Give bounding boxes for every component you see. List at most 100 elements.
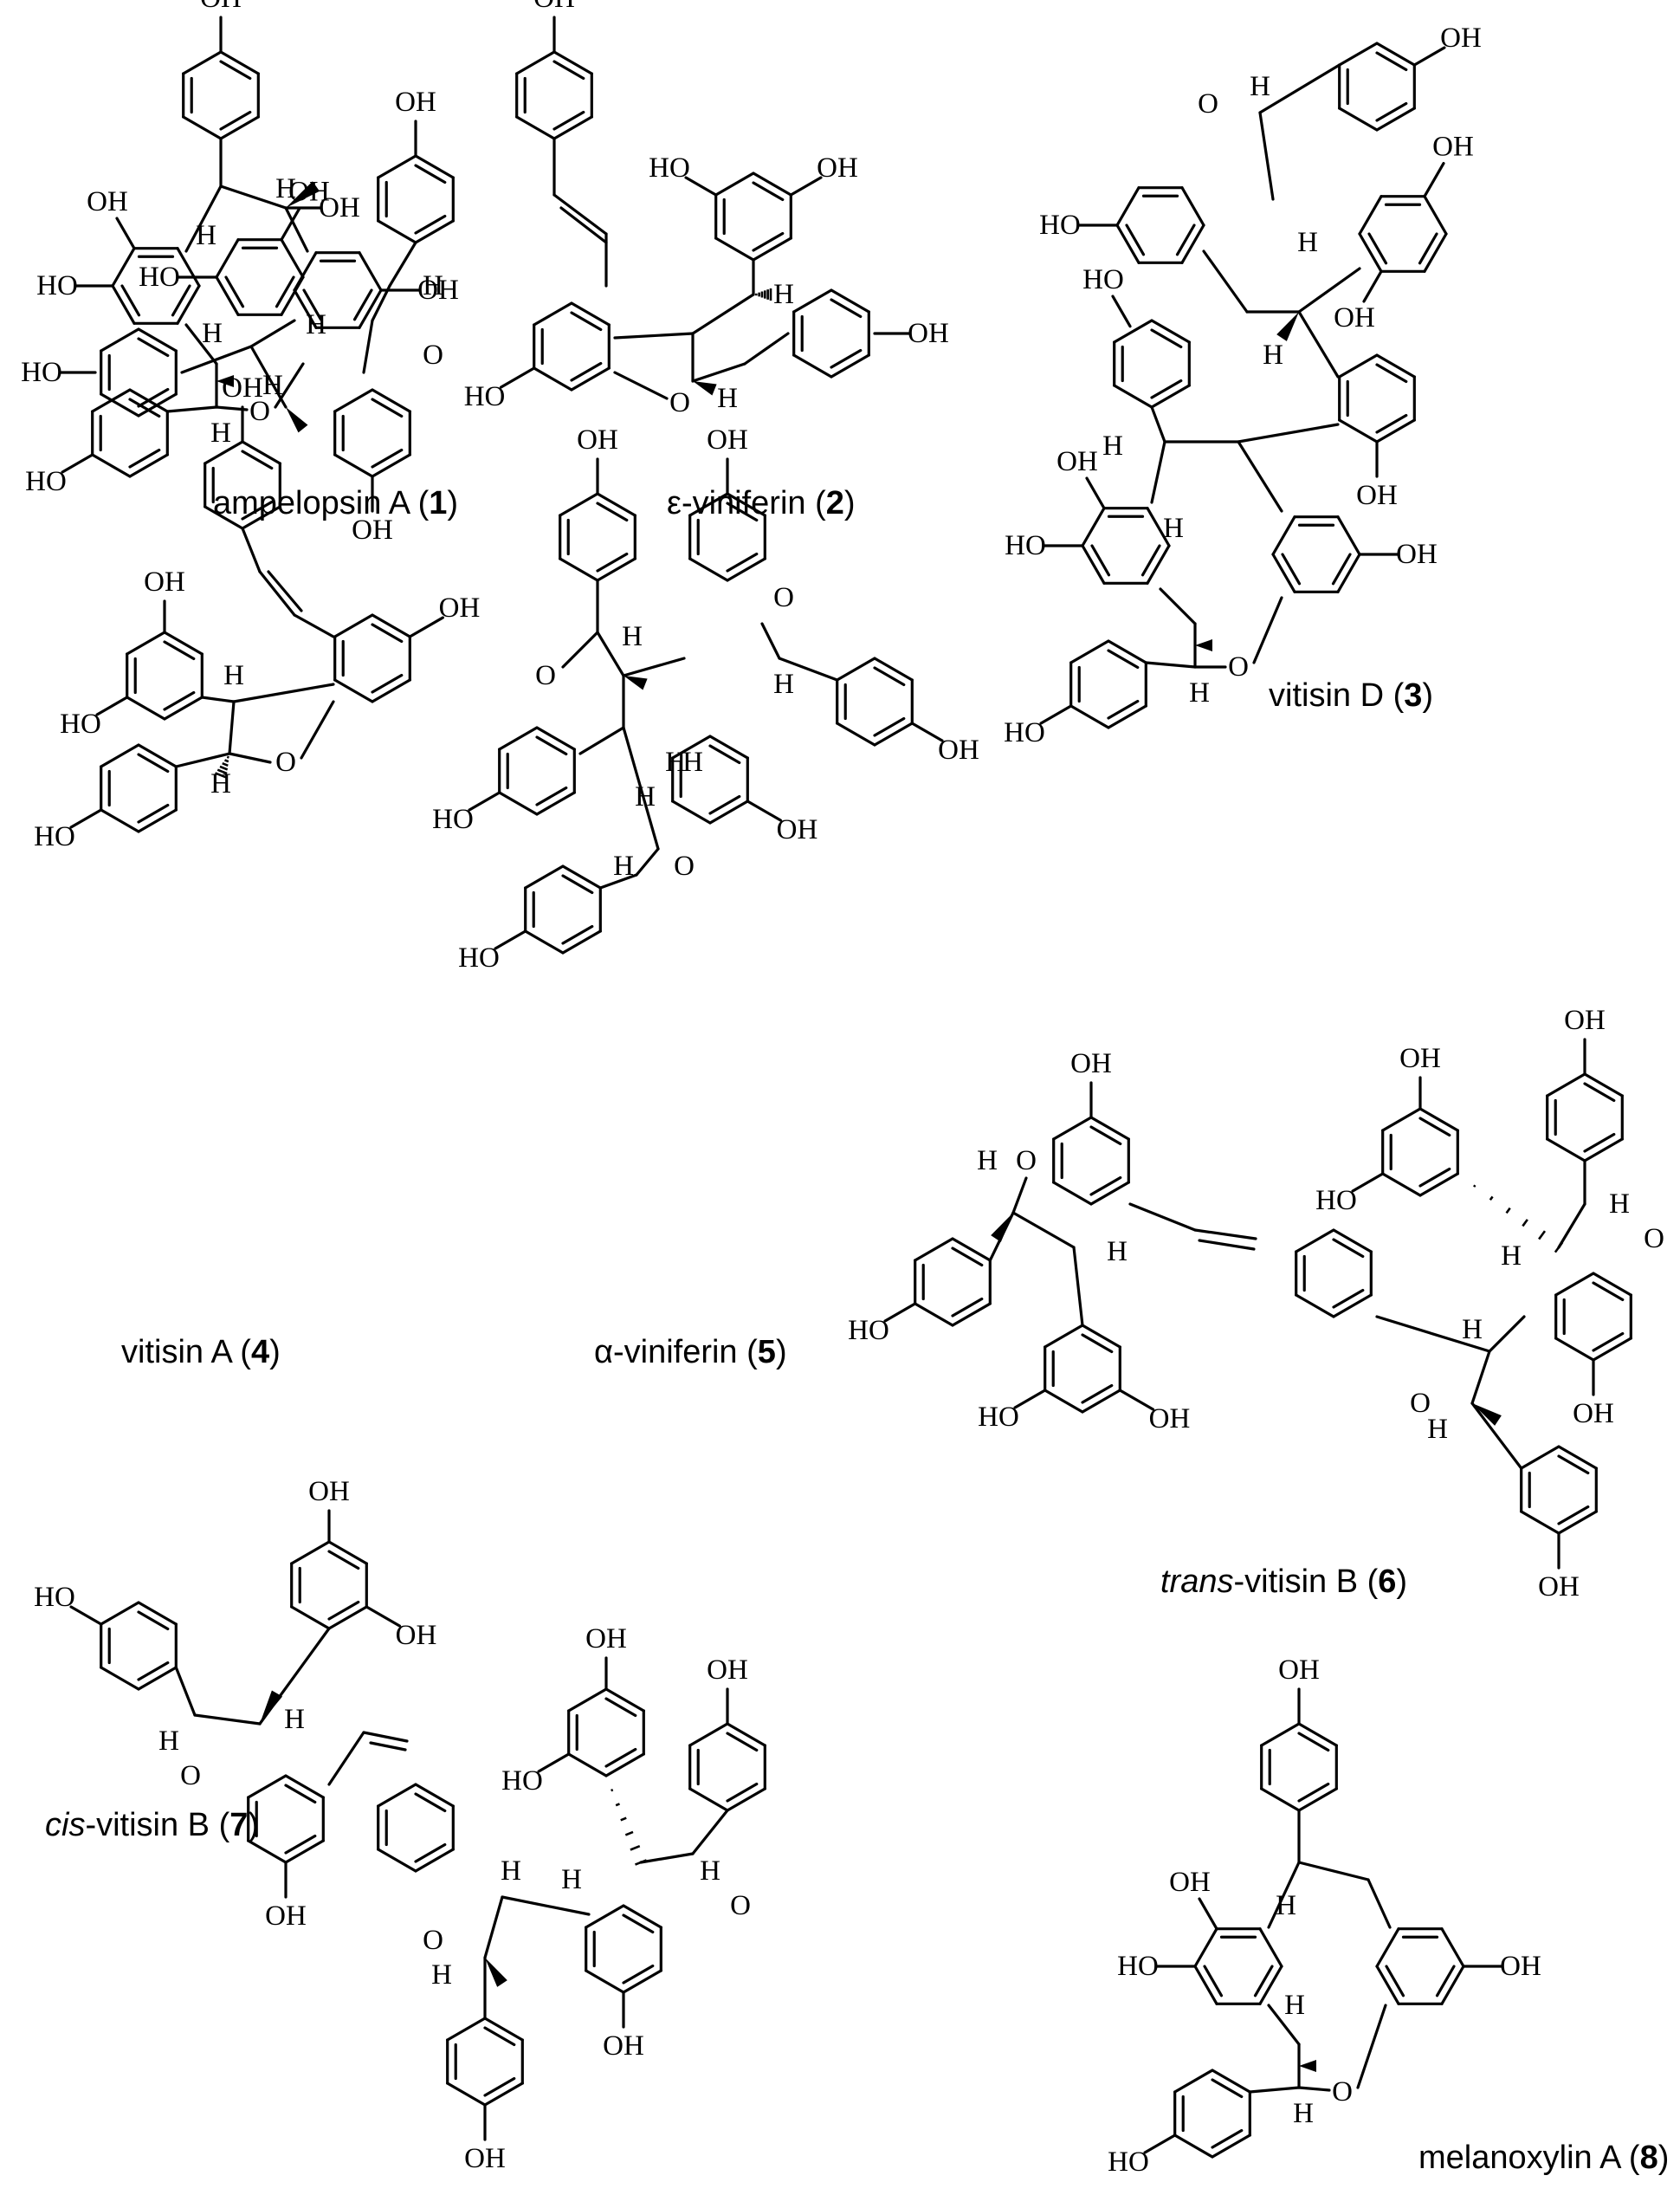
c4-bond: [362, 319, 374, 374]
c7-right-ring-double: [726, 1782, 759, 1803]
hydrogen-label: H: [284, 1704, 305, 1735]
c1-top-ring-edge: [182, 50, 223, 75]
oxygen-label: O: [423, 1925, 443, 1956]
c7-ring-a-edge: [284, 1839, 325, 1864]
c4-ring-b-edge: [371, 388, 411, 413]
c6-oh-6: OH: [1573, 1398, 1614, 1429]
c2-bond: [743, 332, 790, 366]
c8-bond: [1248, 2086, 1301, 2094]
c4-bottom-ring-edge: [137, 743, 178, 768]
c1-bottom-ring-double: [128, 398, 161, 418]
c1-oh-2: HO: [36, 270, 78, 301]
c3-bottom-ring-edge: [1069, 704, 1110, 729]
oxygen-label: O: [275, 747, 296, 778]
c6-resorcinol-2-edge: [1418, 1107, 1459, 1132]
c4-bond: [174, 752, 231, 768]
c4-top-ring-edge: [414, 219, 455, 244]
oxygen-label: O: [730, 1890, 751, 1921]
c4-ring-c-double: [371, 623, 404, 644]
c4-bond: [200, 696, 236, 703]
c3-oh-3: OH: [1334, 302, 1375, 333]
c6-wedge: [1472, 1403, 1502, 1426]
c7-right-ring-double: [726, 1732, 759, 1752]
oxygen-label: O: [1644, 1223, 1664, 1254]
oxygen-label: O: [535, 660, 556, 691]
c5-top-ring-edge: [559, 492, 599, 517]
c3-ring-c-edge: [1338, 353, 1379, 379]
oxygen-label: O: [1198, 88, 1218, 120]
c7-oh-4: HO: [501, 1765, 543, 1797]
c3-bond: [1297, 267, 1361, 314]
hydroxyl-bond: [684, 176, 718, 197]
hydrogen-label: H: [1276, 1890, 1296, 1921]
c7-left-ring-double: [137, 1610, 170, 1631]
hydroxyl-bond: [408, 616, 445, 638]
hydrogen-label: H: [613, 851, 634, 882]
hydrogen-label: H: [196, 220, 216, 251]
hydroxyl-bond: [1085, 476, 1106, 510]
c6-oh-3: OH: [1149, 1403, 1191, 1434]
c3-bond: [1159, 587, 1197, 625]
c4-bond: [232, 683, 335, 703]
c4-wedge: [286, 407, 308, 433]
c5-bottom-ring-edge: [524, 929, 565, 955]
c4-mid-ring-edge: [241, 440, 281, 465]
c6-ring-c-edge: [1554, 1272, 1595, 1297]
c2-resorcinol-double: [752, 181, 785, 202]
c5-ring-a-edge: [688, 557, 729, 582]
c3-top-ring-oh: OH: [1440, 23, 1482, 54]
c8-bottom-ring-edge: [1211, 2069, 1251, 2094]
c6-resorcinol-edge: [1044, 1324, 1084, 1349]
c7-oh-2: OH: [396, 1620, 437, 1651]
c7-bottom-ring-double: [483, 2026, 516, 2047]
hydroxyl-bond: [1412, 46, 1446, 67]
c4-bottom-ring-edge: [100, 743, 140, 768]
c4-left-ring-edge: [137, 327, 178, 353]
c6-left-ring-edge: [914, 1302, 954, 1327]
c3-bottom-ring-edge: [1069, 639, 1110, 664]
hydroxyl-bond: [115, 217, 136, 250]
c2-top-ring-double: [552, 110, 585, 131]
c7-bottom-ring-edge: [483, 2017, 524, 2042]
c3-ring-e-edge: [1271, 515, 1296, 556]
hydrogen-label: H: [977, 1145, 998, 1176]
hydroxyl-bond: [789, 176, 823, 197]
oxygen-label: O: [423, 340, 443, 371]
hydrogen-label: H: [717, 383, 738, 414]
c4-resorcinol-edge: [126, 631, 166, 656]
c5-bottom-ring-double: [561, 924, 594, 945]
c8-ring-b-double: [1385, 1965, 1405, 1998]
c1-ring-b-edge: [358, 251, 383, 292]
c2-top-ring-edge: [552, 50, 593, 75]
c4-ring-c-edge: [333, 613, 374, 638]
c1-bottom-ring-edge: [128, 453, 169, 478]
c4-mid-ring-double: [241, 450, 274, 470]
c8-ring-a-edge: [1193, 1965, 1218, 2005]
c1-ring-b-edge: [293, 288, 318, 329]
c5-ring-b-double: [535, 735, 568, 756]
c5-right-ring-double: [873, 716, 906, 737]
hydrogen-label: H: [635, 781, 656, 813]
c7-ring-c-edge: [622, 1904, 662, 1929]
c5-right-ring-double: [873, 666, 906, 687]
c1-ring-a-edge: [111, 247, 136, 288]
c3-ring-b-edge: [1358, 195, 1383, 236]
c7-resorcinol-2-edge: [567, 1752, 608, 1777]
c7-left-ring-oh: HO: [34, 1582, 75, 1613]
c7-oh-3: OH: [265, 1900, 307, 1932]
c2-right-ring-edge: [830, 288, 870, 314]
hydrogen-label: H: [158, 1726, 179, 1757]
c1-wedge: [286, 181, 320, 208]
c7-ring-a-double: [284, 1834, 317, 1855]
oxygen-label: O: [180, 1760, 201, 1791]
c1-oh-3: OH: [417, 275, 459, 306]
c8-top-ring-edge: [1260, 1787, 1301, 1812]
c6-ring-b-edge: [1332, 1293, 1373, 1318]
c4-ring-a-edge: [215, 275, 240, 316]
c7-bottom-ring-edge: [446, 2082, 487, 2107]
c6-vinyl: [1128, 1202, 1197, 1232]
c3-bottom-ring-edge: [1107, 639, 1147, 664]
c3-ring-a-edge: [1180, 223, 1205, 264]
c5-bottom-ring-edge: [524, 864, 565, 890]
c5-bond: [561, 631, 599, 669]
